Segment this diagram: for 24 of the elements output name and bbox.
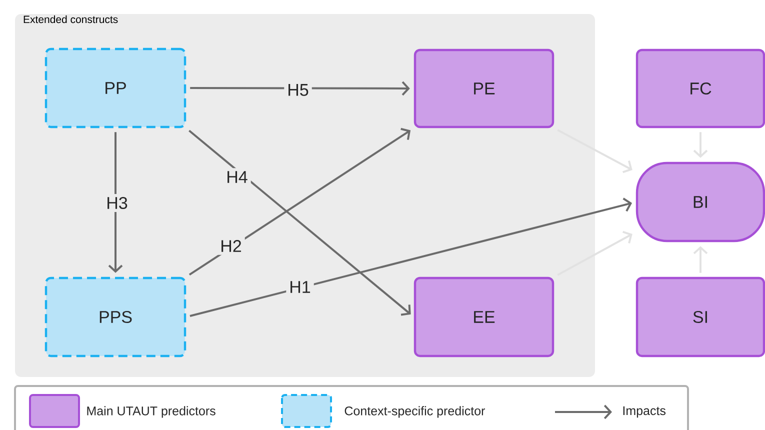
arrow (188, 130, 411, 316)
arrow (188, 128, 411, 276)
arrow (693, 132, 708, 158)
legend-label: Main UTAUT predictors (87, 406, 216, 418)
arrow (108, 132, 123, 273)
edge-label: H5 (284, 81, 312, 99)
arrow (190, 81, 410, 96)
predictor-box: EE (414, 276, 554, 358)
context-box: PPS (44, 276, 186, 358)
predictor-box: FC (636, 48, 765, 128)
context-box: PP (44, 48, 186, 128)
edge-label: H2 (217, 237, 245, 255)
legend-label: Impacts (623, 406, 666, 418)
arrow (693, 246, 708, 273)
outcome-box: BI (636, 162, 765, 242)
edge-label: H4 (223, 168, 251, 186)
edge-label: H3 (103, 194, 131, 212)
predictor-box: PE (414, 48, 554, 128)
arrow (557, 129, 632, 174)
edge-label: H1 (286, 278, 314, 296)
arrow (557, 230, 632, 276)
legend-label: Context-specific predictor (344, 406, 485, 418)
predictor-box: SI (636, 276, 765, 358)
arrow (190, 198, 632, 317)
